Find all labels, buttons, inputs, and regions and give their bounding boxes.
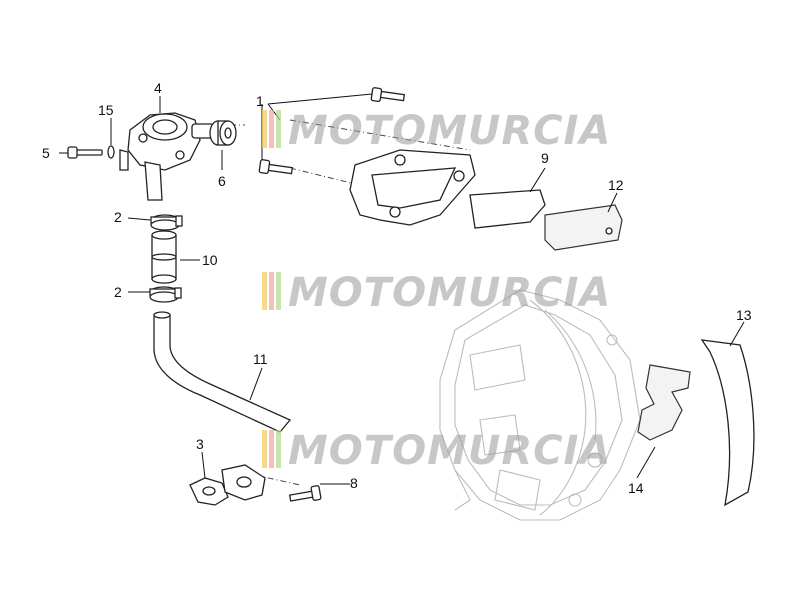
watermark-stripe: [276, 272, 281, 310]
part-14-plate: [637, 364, 691, 441]
part-9-pad: [469, 189, 546, 229]
callout-5: 5: [42, 145, 50, 161]
part-5-screw: [67, 146, 103, 159]
callout-2-lower: 2: [114, 284, 122, 300]
watermark-stripe: [276, 110, 281, 148]
support-bracket: [349, 149, 476, 226]
part-8-bolt: [288, 485, 322, 502]
watermark-stripe: [269, 272, 274, 310]
watermark-stripe: [262, 110, 267, 148]
callout-14: 14: [628, 480, 644, 496]
part-10-hose-sleeve: [151, 230, 177, 284]
watermark-text: MOTOMURCIA: [288, 270, 611, 316]
part-13-curved-strip: [700, 339, 755, 507]
watermark-text: MOTOMURCIA: [288, 108, 611, 154]
callout-4: 4: [154, 80, 162, 96]
watermark-bottom: MOTOMURCIA: [262, 428, 611, 474]
part-15-washer: [107, 145, 115, 159]
callout-8: 8: [350, 475, 358, 491]
callout-10: 10: [202, 252, 218, 268]
callout-11: 11: [253, 351, 268, 367]
part-12-pad: [544, 204, 623, 251]
part-1-bolt-lower: [258, 159, 294, 175]
part-3-gasket: [189, 464, 266, 506]
watermark-stripe: [269, 430, 274, 468]
part-2-hose-clamp-upper: [150, 214, 183, 231]
watermark-stripe: [262, 272, 267, 310]
watermark-stripe: [262, 430, 267, 468]
callout-12: 12: [608, 177, 624, 193]
callout-6: 6: [218, 173, 226, 189]
part-4-valve-body: [119, 112, 215, 201]
callout-15: 15: [98, 102, 114, 118]
engine-casing-outline: [439, 289, 641, 521]
leader-lines: [59, 93, 745, 485]
callout-3: 3: [196, 436, 204, 452]
watermark-stripe: [276, 430, 281, 468]
part-2-hose-clamp-lower: [149, 286, 182, 303]
callout-labels: 1 2 2 3 4 5 6 8 9 10 11 12 13 14 15: [42, 80, 752, 496]
part-6-bush: [209, 120, 237, 146]
watermark-middle: MOTOMURCIA: [262, 270, 611, 316]
callout-2-upper: 2: [114, 209, 122, 225]
watermark-text: MOTOMURCIA: [288, 428, 611, 474]
watermark-stripe: [269, 110, 274, 148]
watermark-top: MOTOMURCIA: [262, 108, 611, 154]
part-11-pipe: [153, 311, 292, 433]
callout-1: 1: [256, 93, 264, 109]
part-1-bolt-upper: [370, 87, 406, 103]
callout-9: 9: [541, 150, 549, 166]
callout-13: 13: [736, 307, 752, 323]
